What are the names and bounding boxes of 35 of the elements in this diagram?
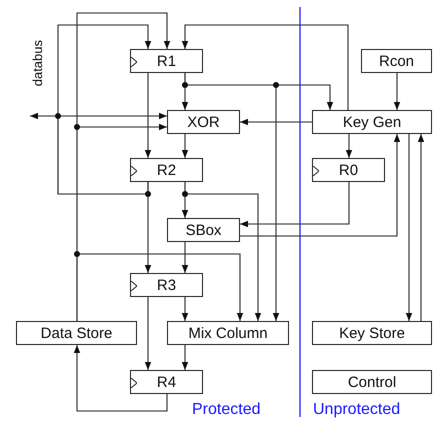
connector-arrow (76, 253, 244, 321)
connector-arrow (394, 73, 400, 110)
connector-arrow (184, 182, 262, 321)
connector-arrow (144, 182, 152, 273)
connector-arrow (144, 297, 152, 370)
register-box: R3 (130, 273, 203, 297)
bus-label: databus (31, 40, 45, 86)
block-box: Control (312, 370, 432, 394)
block-box: SBox (167, 218, 240, 242)
connector-arrow (182, 24, 349, 110)
register-box: R1 (130, 49, 203, 73)
register-box: R2 (130, 158, 203, 182)
zone-label: Protected (192, 401, 260, 419)
connector-arrow (182, 134, 188, 158)
block-box: Key Gen (312, 110, 432, 134)
connector-arrow (418, 134, 424, 321)
connector-arrow (144, 73, 152, 158)
connector-arrow (240, 118, 312, 126)
block-box: XOR (167, 110, 240, 134)
connector-arrow (406, 134, 412, 321)
connector-arrow (184, 73, 280, 321)
connector-arrow (240, 182, 350, 228)
connector-arrow (182, 345, 188, 370)
connector-arrow (240, 134, 400, 237)
connector-arrow (74, 345, 168, 412)
block-box: Mix Column (167, 321, 289, 345)
zone-label: Unprotected (313, 401, 400, 419)
block-box: Rcon (361, 49, 432, 73)
block-box: Key Store (312, 321, 432, 345)
register-box: R0 (312, 158, 385, 182)
register-box: R4 (130, 370, 203, 394)
connector-arrow (346, 134, 352, 158)
connector-arrow (182, 242, 188, 273)
connector-arrow (182, 297, 188, 321)
block-box: Data Store (16, 321, 137, 345)
